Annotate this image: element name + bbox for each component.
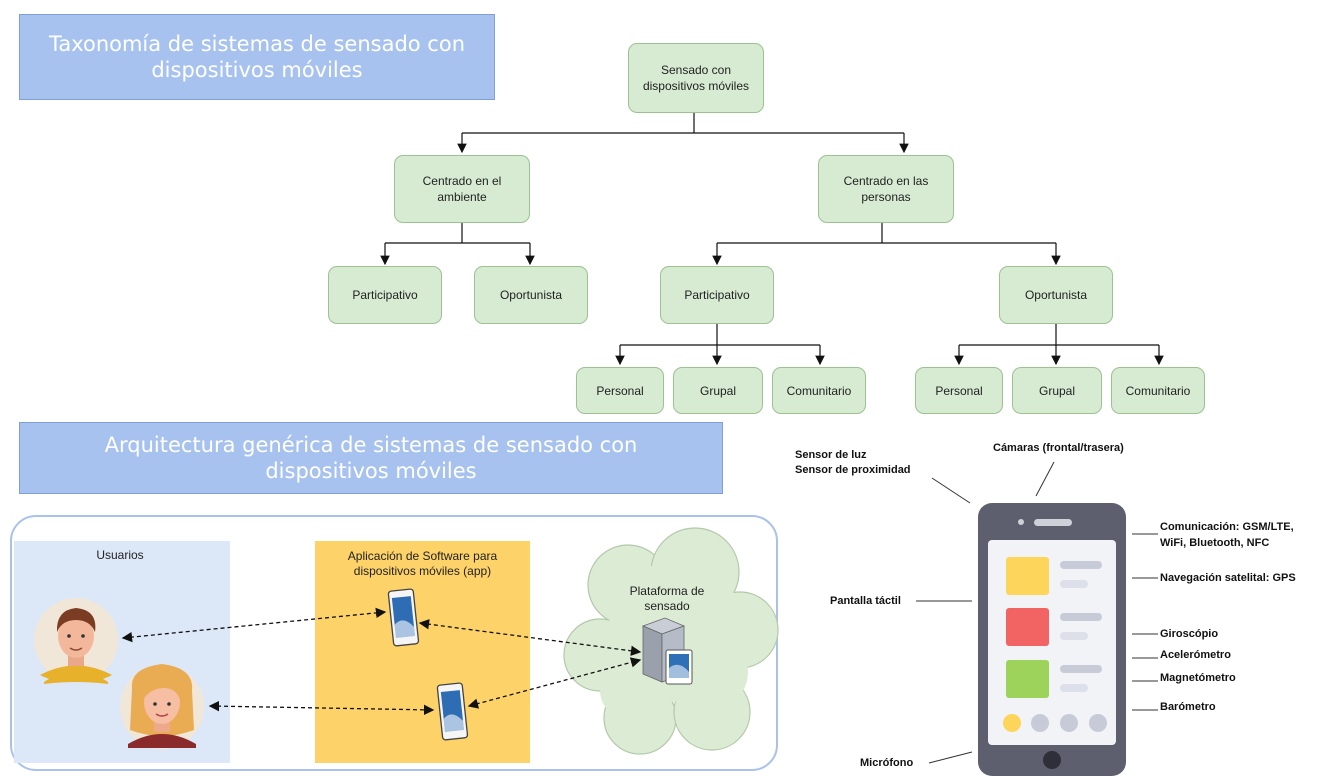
taxonomy-title-line1: Taxonomía de sistemas de sensado con <box>48 32 466 56</box>
architecture-title-line1: Arquitectura genérica de sistemas de sen… <box>104 433 638 457</box>
node-env: Centrado en el ambiente <box>394 155 530 223</box>
node-root: Sensado con dispositivos móviles <box>628 43 764 113</box>
node-o-comunitario: Comunitario <box>1111 367 1205 414</box>
app-label: Aplicación de Software para dispositivos… <box>347 549 498 578</box>
cloud-shape <box>563 527 779 755</box>
node-o-grupal: Grupal <box>1012 367 1102 414</box>
node-p-grupal: Grupal <box>673 367 763 414</box>
label-barometer: Barómetro <box>1160 701 1216 713</box>
label-magnetometer: Magnetómetro <box>1160 672 1236 684</box>
node-env-oportunista: Oportunista <box>474 266 588 324</box>
label-gps: Navegación satelital: GPS <box>1160 572 1296 584</box>
node-p-comunitario: Comunitario <box>772 367 866 414</box>
architecture-title: Arquitectura genérica de sistemas de sen… <box>19 422 723 494</box>
phone-screen-content <box>1003 557 1107 732</box>
label-accelerometer: Acelerómetro <box>1160 649 1231 661</box>
label-microphone: Micrófono <box>860 757 914 769</box>
label-proximity-sensor: Sensor de proximidad <box>795 464 911 476</box>
label-light-sensor: Sensor de luz <box>795 449 867 461</box>
user-avatar-female <box>120 664 204 749</box>
user-avatar-male <box>34 598 118 684</box>
users-label: Usuarios <box>96 548 144 562</box>
label-comm-line1: Comunicación: GSM/LTE, <box>1160 521 1294 533</box>
taxonomy-title: Taxonomía de sistemas de sensado con dis… <box>19 14 495 100</box>
label-cameras: Cámaras (frontal/trasera) <box>993 442 1124 454</box>
label-gyroscope: Giroscópio <box>1160 628 1219 640</box>
node-people-oportunista: Oportunista <box>999 266 1113 324</box>
server-icon <box>641 617 693 685</box>
phone-body <box>978 503 1126 776</box>
node-people: Centrado en las personas <box>818 155 954 223</box>
label-touchscreen: Pantalla táctil <box>830 595 901 607</box>
sensor-pointer-lines <box>916 461 1158 764</box>
taxonomy-title-line2: dispositivos móviles <box>151 58 363 82</box>
node-p-personal: Personal <box>576 367 664 414</box>
node-env-participativo: Participativo <box>328 266 442 324</box>
architecture-frame <box>10 515 778 771</box>
architecture-title-line2: dispositivos móviles <box>265 459 477 483</box>
node-people-participativo: Participativo <box>660 266 774 324</box>
node-o-personal: Personal <box>915 367 1003 414</box>
tablet-icon-2 <box>436 682 469 741</box>
tablet-icon-1 <box>387 588 420 647</box>
platform-label: Plataforma de sensado <box>629 584 705 613</box>
label-comm-line2: WiFi, Bluetooth, NFC <box>1160 537 1270 549</box>
